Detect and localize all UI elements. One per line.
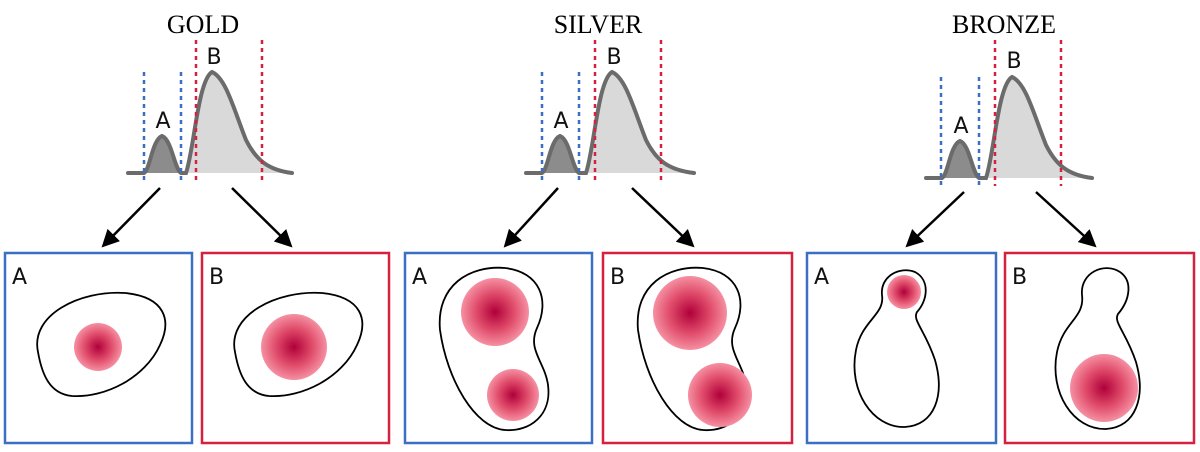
signal-spot xyxy=(487,369,539,421)
panel-title: BRONZE xyxy=(952,10,1056,39)
distribution-curve xyxy=(924,74,1094,180)
cell-outline xyxy=(636,266,748,431)
panel-silver: SILVER A B A B xyxy=(403,10,794,445)
peak-b-label: B xyxy=(606,45,621,70)
panel-title: GOLD xyxy=(167,10,239,39)
box-a-frame xyxy=(3,251,194,445)
box-b: B xyxy=(601,251,794,445)
arrow-to-a xyxy=(101,187,161,248)
peak-a-label: A xyxy=(155,109,170,134)
signal-spot xyxy=(887,275,921,309)
box-a-frame xyxy=(403,251,594,445)
peak-b-area xyxy=(588,72,692,173)
cell-outline xyxy=(853,269,940,428)
arrow-to-b xyxy=(1035,191,1097,248)
box-a-label: A xyxy=(814,265,829,290)
histogram: A B xyxy=(126,40,294,182)
box-b: B xyxy=(1003,251,1196,445)
arrow-to-a xyxy=(503,187,559,248)
arrow-to-b xyxy=(631,187,695,248)
box-a: A xyxy=(403,251,594,445)
panel-bronze: BRONZE A B A B xyxy=(805,10,1196,445)
histogram: A B xyxy=(924,40,1094,186)
peak-b-label: B xyxy=(206,45,221,70)
signal-spot xyxy=(1070,354,1138,422)
signal-spot xyxy=(461,278,529,346)
box-b-label: B xyxy=(610,265,625,290)
box-b-frame xyxy=(1003,251,1196,445)
box-a: A xyxy=(805,251,998,445)
peak-a-area xyxy=(542,136,577,173)
box-a-label: A xyxy=(412,265,427,290)
box-b-label: B xyxy=(209,265,224,290)
box-a-frame xyxy=(805,251,998,445)
cell-outline xyxy=(438,266,550,431)
cell-outline xyxy=(1054,267,1141,430)
signal-spot xyxy=(653,276,727,350)
peak-a-label: A xyxy=(953,114,968,139)
signal-spot xyxy=(261,314,327,380)
peak-a-label: A xyxy=(553,109,568,134)
panel-gold: GOLD A B A B xyxy=(3,10,391,445)
panel-title: SILVER xyxy=(554,10,643,39)
peak-b-label: B xyxy=(1006,49,1021,74)
cell-outline xyxy=(233,291,364,397)
distribution-curve xyxy=(524,69,696,175)
box-b-frame xyxy=(200,251,391,445)
box-b-label: B xyxy=(1012,265,1027,290)
peak-a-area xyxy=(942,141,977,178)
arrow-to-a xyxy=(905,191,965,248)
box-a-label: A xyxy=(12,265,27,290)
signal-spot xyxy=(74,323,122,371)
peak-a-area xyxy=(144,136,179,173)
box-b: B xyxy=(200,251,391,445)
signal-spot xyxy=(688,363,752,427)
arrow-to-b xyxy=(231,187,293,248)
histogram: A B xyxy=(524,40,696,182)
box-a: A xyxy=(3,251,194,445)
box-b-frame xyxy=(601,251,794,445)
cell-outline xyxy=(36,291,167,397)
